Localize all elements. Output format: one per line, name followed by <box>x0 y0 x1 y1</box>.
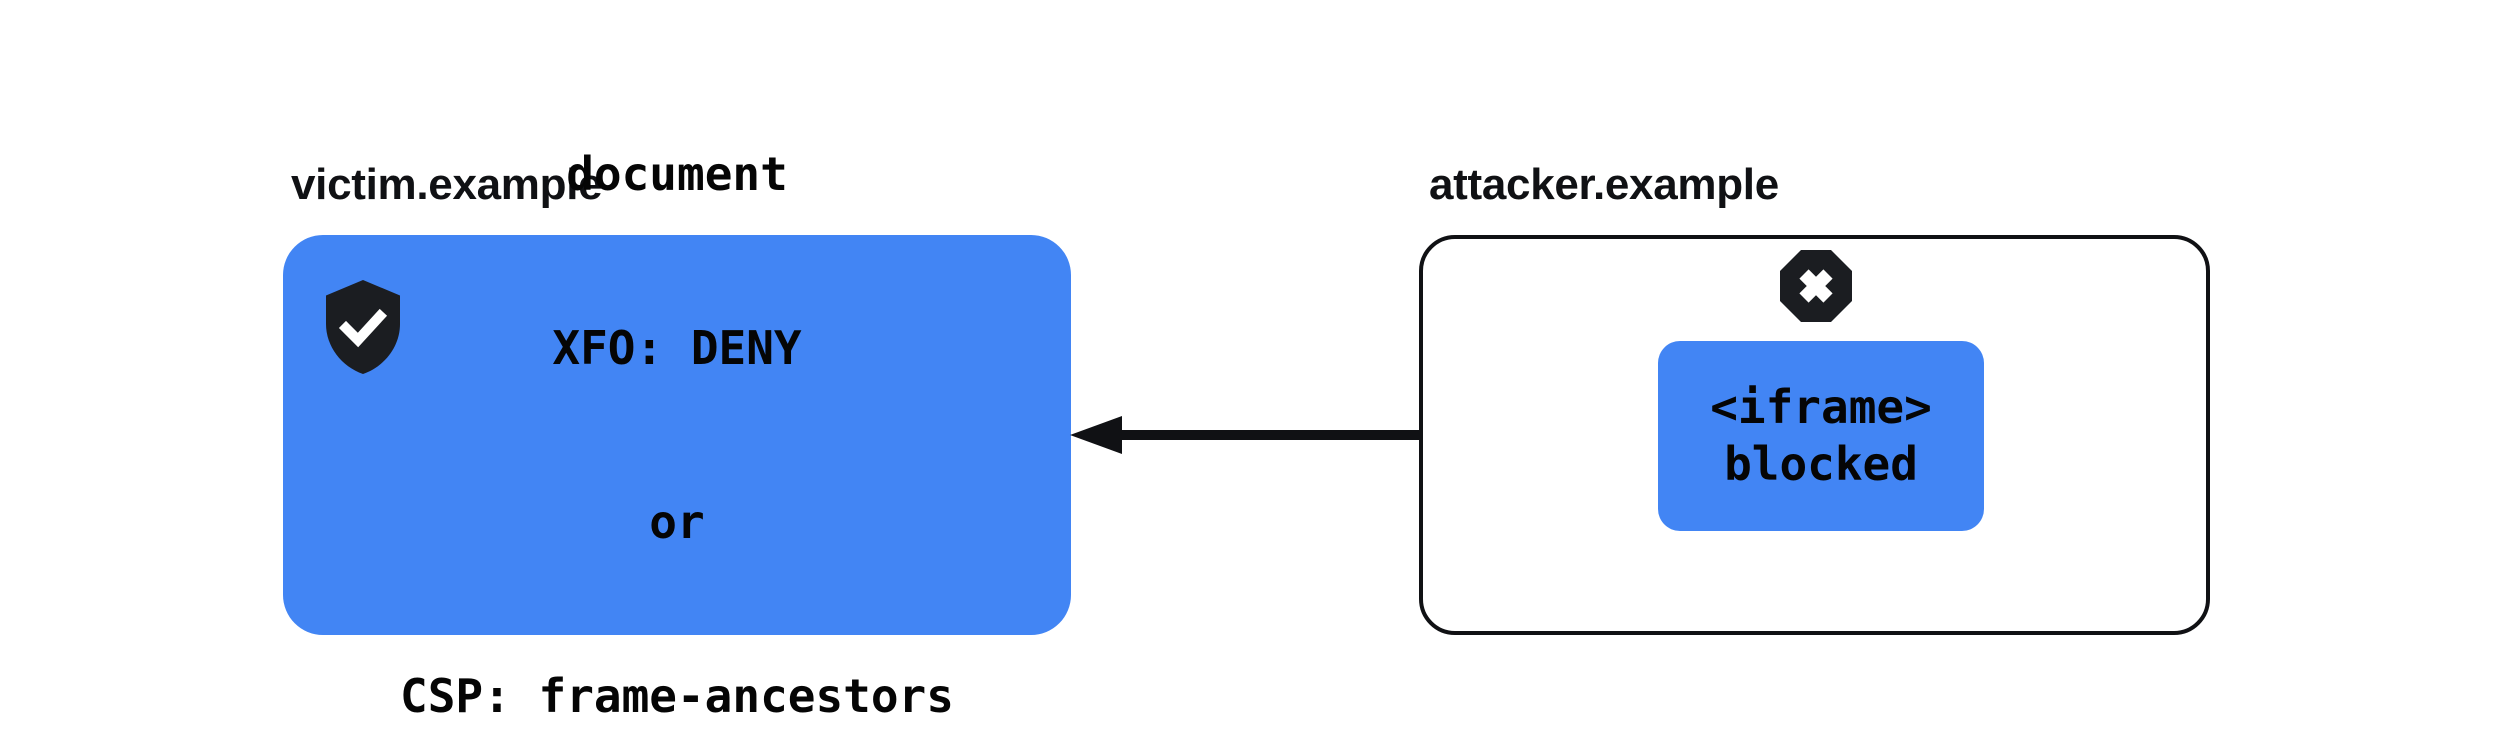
blocked-request-arrow-line <box>1116 430 1658 440</box>
victim-document-box: document XFO: DENY or CSP: frame-ancesto… <box>283 147 1071 723</box>
blocked-octagon-icon <box>1780 250 1852 322</box>
blocked-request-arrow-head <box>1070 416 1122 454</box>
iframe-tag-label: <iframe> <box>1710 380 1932 434</box>
blocked-iframe-box: <iframe> blocked <box>1658 341 1984 531</box>
policy-line-document: document <box>566 147 788 201</box>
policy-line-or: or <box>649 495 705 549</box>
policy-line-csp: CSP: frame-ancestors <box>400 669 954 723</box>
attacker-domain-label: attacker.example <box>1429 160 1779 209</box>
victim-policy-text: document XFO: DENY or CSP: frame-ancesto… <box>283 29 1071 740</box>
policy-line-xfo: XFO: DENY <box>552 321 802 375</box>
victim-domain-label: victim.example <box>291 160 603 209</box>
shield-check-icon <box>326 280 400 374</box>
iframe-blocked-label: blocked <box>1724 437 1918 491</box>
